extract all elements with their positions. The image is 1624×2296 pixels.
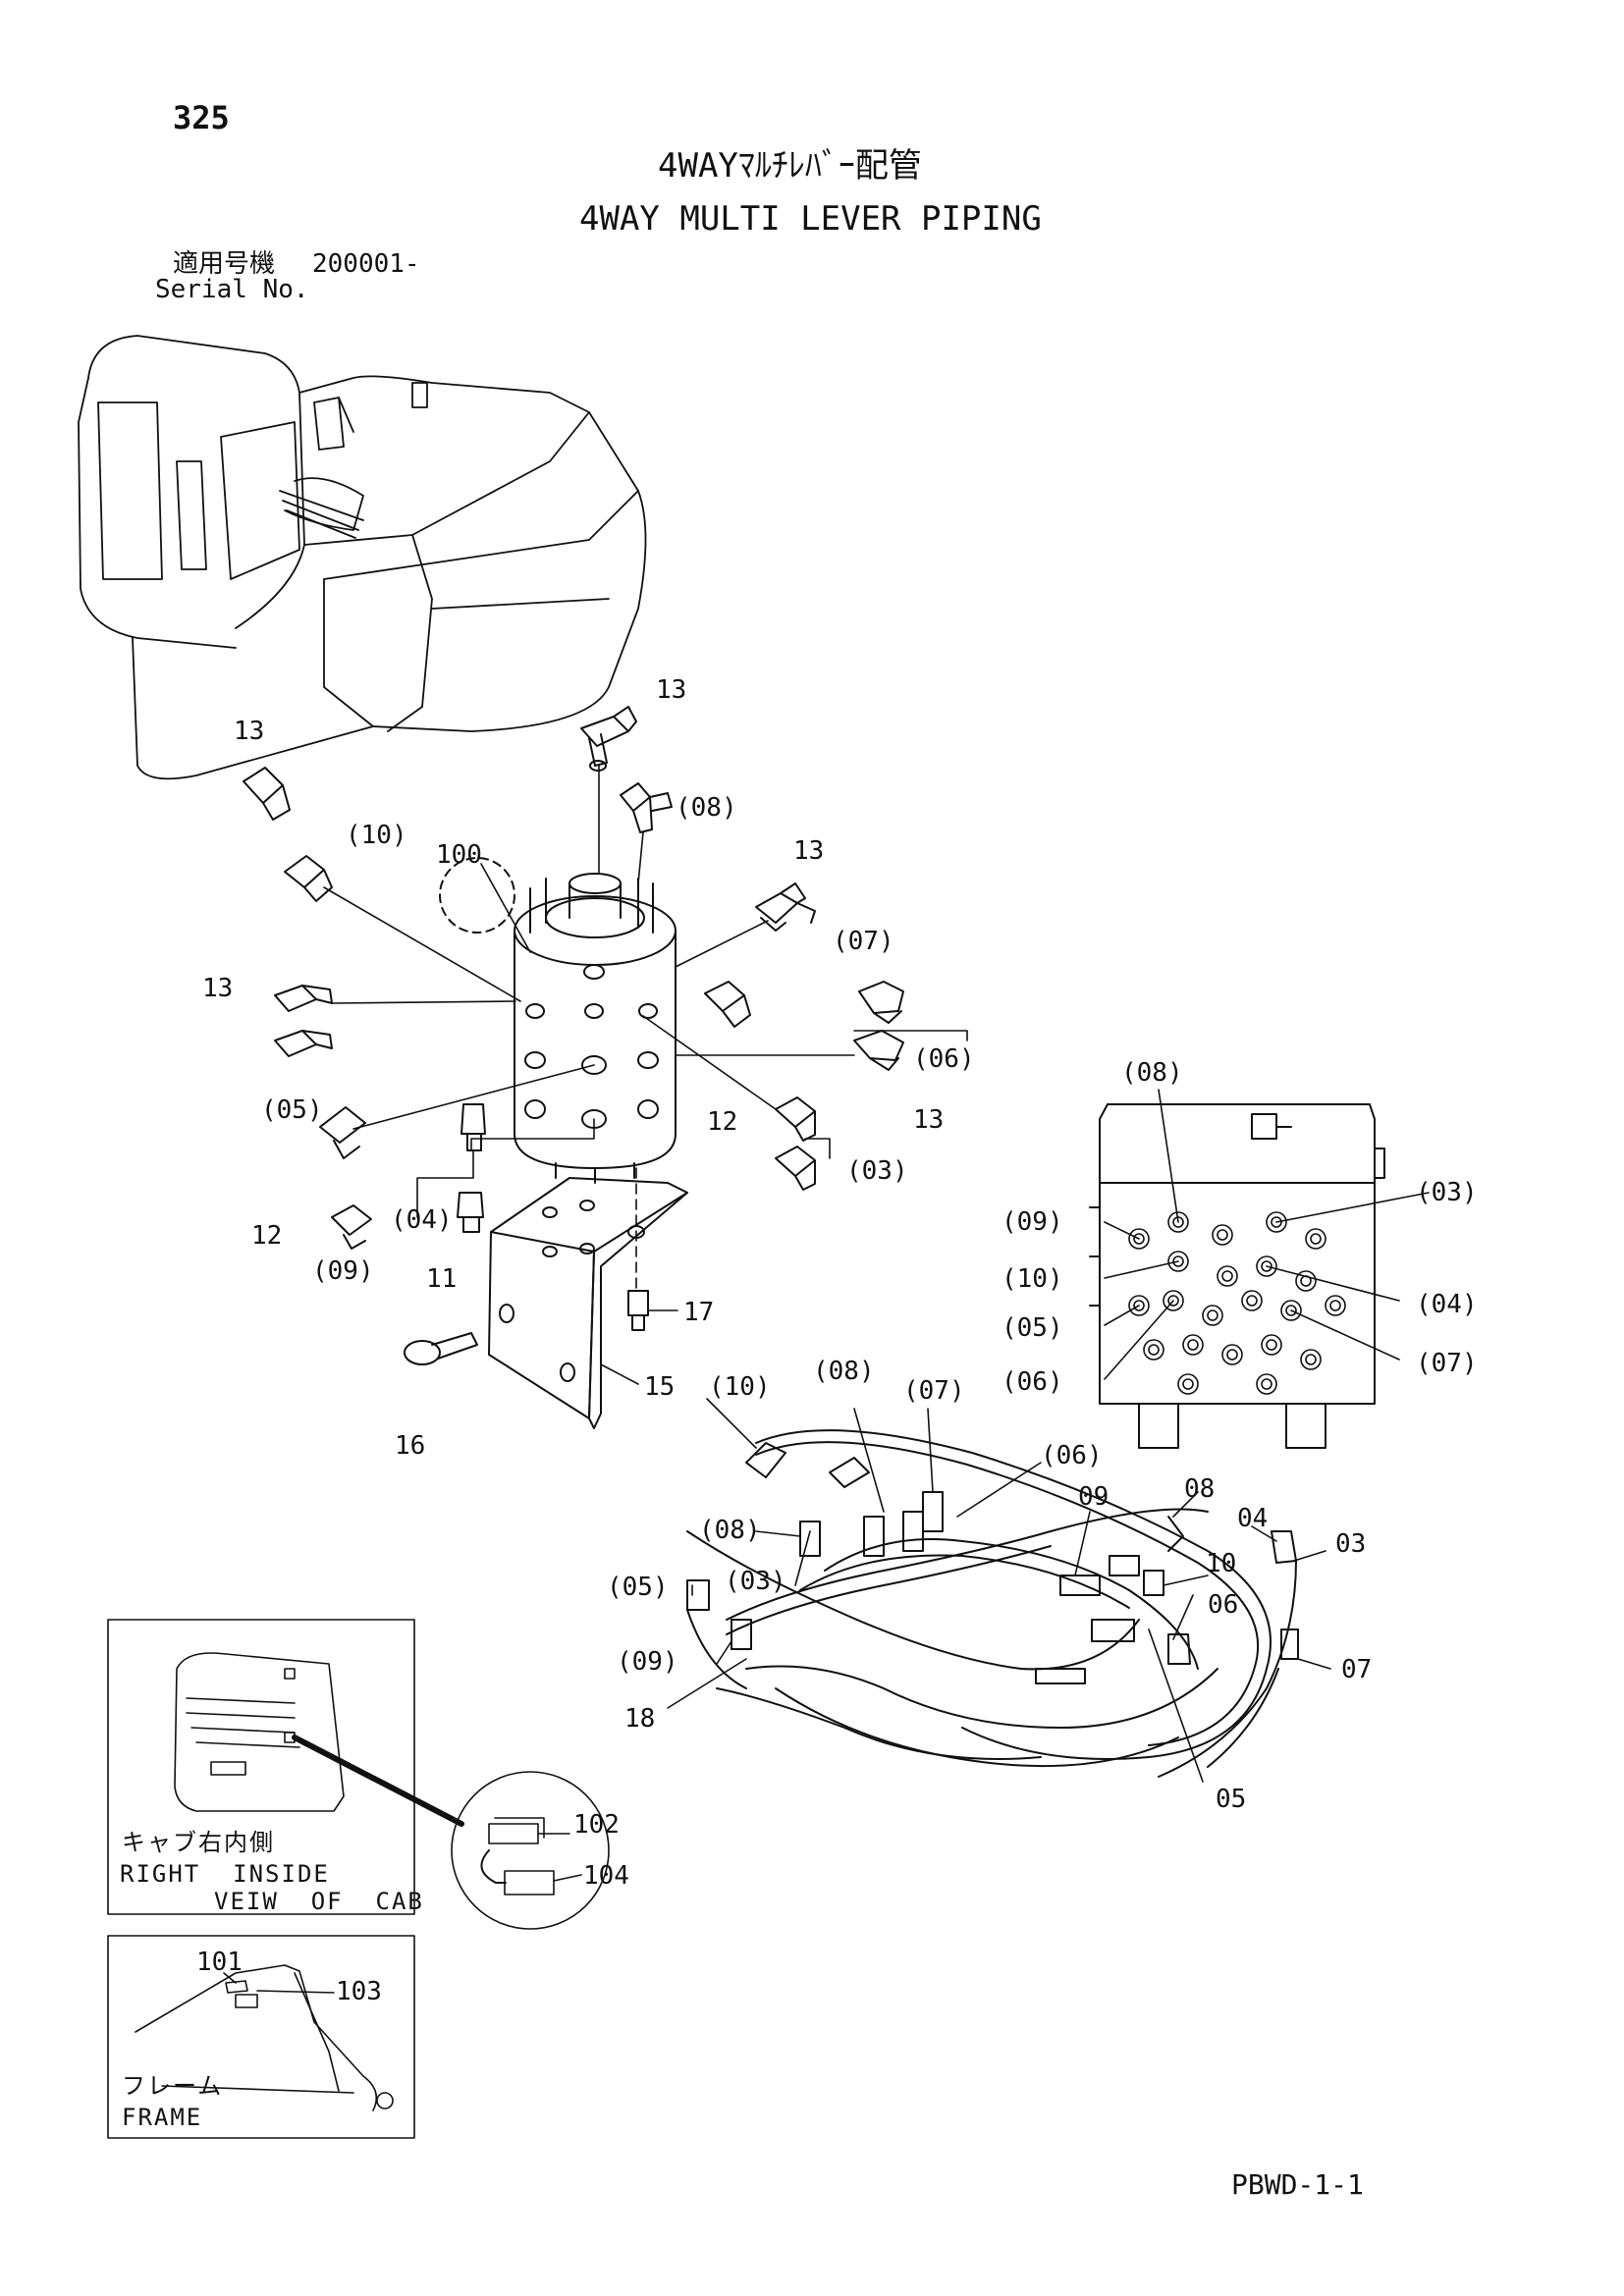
serial-label-en: Serial No. xyxy=(155,275,309,304)
callout-03-right: (03) xyxy=(846,1156,908,1186)
hose-label-10b: 10 xyxy=(1206,1549,1237,1578)
page-number: 325 xyxy=(173,99,230,136)
port-label-10: (10) xyxy=(1001,1264,1063,1294)
callout-08-top: (08) xyxy=(676,793,737,823)
callout-04-bottom: (04) xyxy=(391,1205,453,1235)
hose-label-03: 03 xyxy=(1335,1529,1367,1559)
callout-101: 101 xyxy=(196,1948,243,1977)
port-label-07: (07) xyxy=(1416,1349,1478,1378)
hose-label-05b: 05 xyxy=(1216,1785,1247,1814)
callout-17: 17 xyxy=(683,1298,715,1327)
callout-16: 16 xyxy=(395,1431,426,1461)
callout-12-left: 12 xyxy=(251,1221,283,1251)
callout-100: 100 xyxy=(436,840,482,870)
callout-13-mid-left: 13 xyxy=(202,974,234,1003)
inset-cab-caption-jp: キャブ右内側 xyxy=(122,1829,275,1856)
callout-05-left: (05) xyxy=(261,1095,323,1125)
hose-label-18: 18 xyxy=(624,1704,656,1734)
callout-10-left: (10) xyxy=(346,821,407,850)
hose-label-07b: 07 xyxy=(1341,1655,1373,1684)
hose-label-06b: 06 xyxy=(1208,1590,1239,1620)
callout-15: 15 xyxy=(644,1372,676,1402)
callout-06-right: (06) xyxy=(913,1044,975,1074)
callout-13-lower-right: 13 xyxy=(913,1105,945,1135)
callout-09-left: (09) xyxy=(312,1256,374,1286)
port-label-09: (09) xyxy=(1001,1207,1063,1237)
hose-label-09: 09 xyxy=(1078,1482,1110,1512)
hose-leaders xyxy=(667,1398,1331,1783)
mounting-bracket xyxy=(488,1177,688,1429)
title-english: 4WAY MULTI LEVER PIPING xyxy=(579,199,1042,239)
callout-13-left: 13 xyxy=(234,717,265,746)
port-label-06: (06) xyxy=(1001,1367,1063,1397)
inset-cab-frame xyxy=(107,1619,610,1930)
serial-value: 200001- xyxy=(312,249,420,279)
port-label-04: (04) xyxy=(1416,1290,1478,1319)
callout-12-right: 12 xyxy=(707,1107,738,1137)
port-label-05: (05) xyxy=(1001,1313,1063,1343)
hose-label-05: (05) xyxy=(607,1573,669,1602)
callout-13-top: 13 xyxy=(656,675,687,705)
inset-frame-caption-jp: フレーム xyxy=(122,2072,224,2100)
inset-frame-caption-en: FRAME xyxy=(122,2104,203,2131)
hose-label-10: (10) xyxy=(709,1372,771,1402)
port-label-08: (08) xyxy=(1121,1058,1183,1088)
callout-07-right: (07) xyxy=(833,927,894,956)
elbow-fittings xyxy=(243,706,904,1365)
hose-label-08c: 08 xyxy=(1184,1474,1216,1504)
callout-104: 104 xyxy=(583,1861,629,1891)
inset-frame-view xyxy=(107,1935,415,2139)
excavator-overview-illustration xyxy=(78,335,647,780)
hose-bundle xyxy=(686,1429,1299,1778)
serial-label-jp: 適用号機 xyxy=(173,249,276,279)
callout-103: 103 xyxy=(336,1977,382,2006)
callout-102: 102 xyxy=(573,1810,620,1840)
pilot-valve-body xyxy=(439,857,677,1184)
title-japanese: 4WAYﾏﾙﾁﾚﾊﾞｰ配管 xyxy=(658,146,922,186)
footer-code: PBWD-1-1 xyxy=(1231,2168,1364,2201)
inset-cab-caption-en-1: RIGHT INSIDE xyxy=(120,1860,330,1888)
hose-label-08b: (08) xyxy=(699,1516,761,1545)
port-label-03: (03) xyxy=(1416,1178,1478,1207)
hose-label-07: (07) xyxy=(903,1376,965,1406)
hose-label-03b: (03) xyxy=(725,1567,786,1596)
port-view-leaders xyxy=(1104,1089,1430,1380)
hose-label-04: 04 xyxy=(1237,1504,1269,1533)
hose-label-06: (06) xyxy=(1041,1441,1103,1470)
leader-lines xyxy=(323,765,968,1385)
callout-11: 11 xyxy=(426,1264,458,1294)
hose-label-08: (08) xyxy=(813,1357,875,1386)
valve-port-view xyxy=(1089,1103,1385,1449)
inset-cab-caption-en-2: VEIW OF CAB xyxy=(214,1888,424,1915)
callout-13-right: 13 xyxy=(793,836,825,866)
hose-label-09b: (09) xyxy=(617,1647,678,1677)
